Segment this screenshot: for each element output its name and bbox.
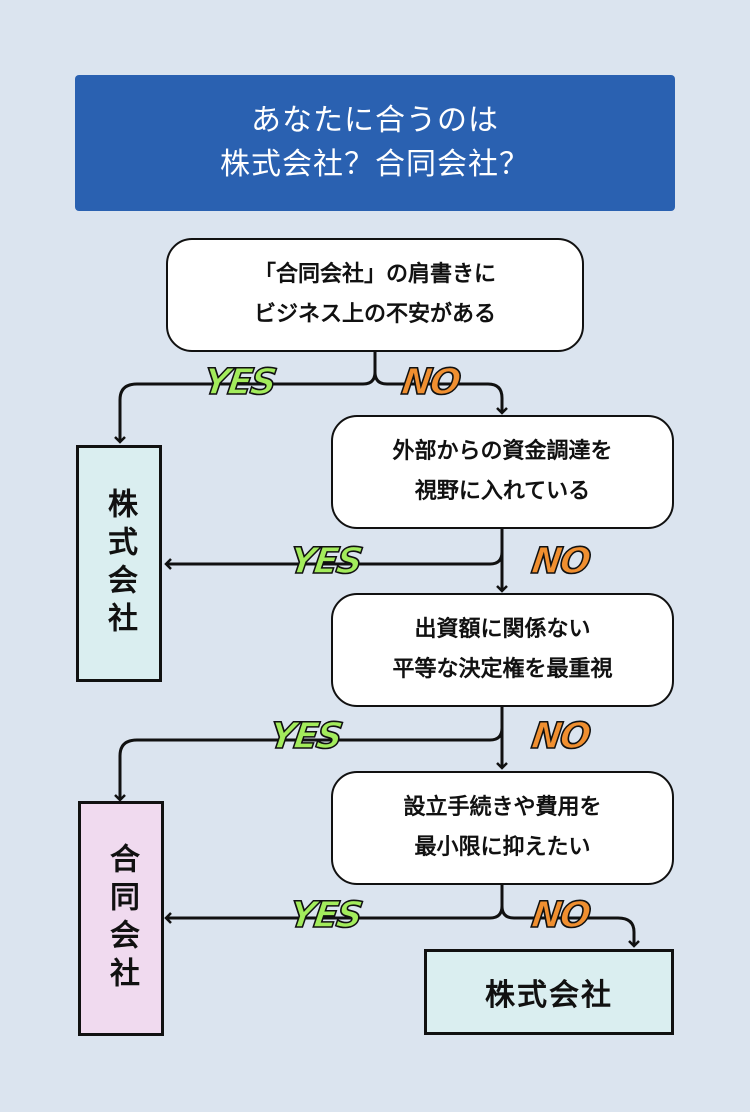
q2-yes-label: YES: [286, 540, 364, 583]
q2-yes-connector: [164, 527, 504, 570]
result-kabushiki-bottom: 株式会社: [424, 949, 674, 1035]
result-godo-left: 合同会社: [78, 801, 164, 1036]
question-3-box: 出資額に関係ない 平等な決定権を最重視: [331, 593, 674, 707]
result-kabushiki-left: 株式会社: [76, 445, 162, 682]
question-2-line-1: 外部からの資金調達を: [392, 439, 613, 464]
question-2-box: 外部からの資金調達を 視野に入れている: [331, 415, 674, 529]
q1-no-connector: [373, 371, 508, 415]
question-3-line-2: 平等な決定権を最重視: [392, 657, 613, 682]
q2-no-label: NO: [528, 540, 592, 583]
title-line-1: あなたに合うのは: [251, 103, 499, 138]
title-banner: あなたに合うのは 株式会社？合同会社？: [75, 75, 675, 211]
q1-no-label: NO: [398, 361, 462, 404]
q1-yes-label: YES: [200, 361, 278, 404]
q3-yes-label: YES: [266, 715, 344, 758]
question-4-line-1: 設立手続きや費用を: [403, 795, 602, 820]
q3-yes-connector: [114, 706, 504, 802]
question-2-line-2: 視野に入れている: [414, 479, 591, 504]
q4-no-connector: [500, 905, 640, 948]
question-1-line-2: ビジネス上の不安がある: [253, 302, 496, 327]
question-3-line-1: 出資額に関係ない: [414, 617, 591, 642]
question-4-box: 設立手続きや費用を 最小限に抑えたい: [331, 771, 674, 885]
question-1-line-1: 「合同会社」の肩書きに: [253, 262, 496, 287]
title-line-2: 株式会社？合同会社？: [220, 147, 530, 182]
q4-no-label: NO: [528, 894, 592, 937]
q4-yes-label: YES: [286, 894, 364, 937]
question-1-box: 「合同会社」の肩書きに ビジネス上の不安がある: [166, 238, 584, 352]
question-4-line-2: 最小限に抑えたい: [414, 835, 591, 860]
q3-no-label: NO: [528, 715, 592, 758]
